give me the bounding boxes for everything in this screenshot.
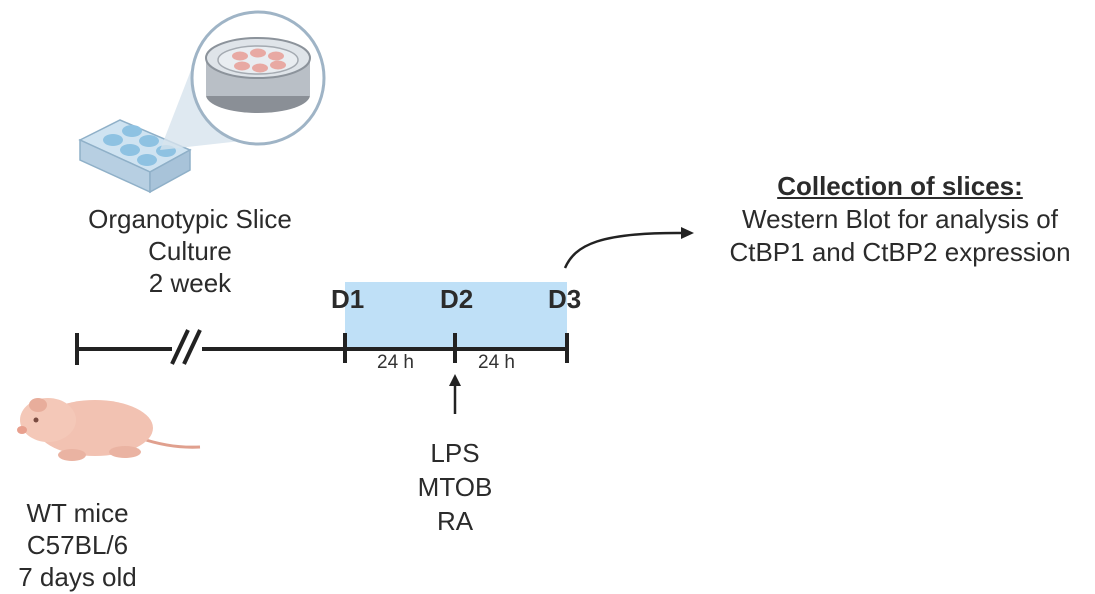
collection-title: Collection of slices: — [705, 170, 1095, 203]
mice-line2: C57BL/6 — [0, 529, 155, 561]
curved-arrow-icon — [565, 227, 694, 268]
arrow-up-icon — [449, 374, 461, 414]
magnified-well-icon — [192, 12, 324, 144]
collection-label: Collection of slices: Western Blot for a… — [705, 170, 1095, 269]
mice-line3: 7 days old — [0, 561, 155, 593]
mouse-pup-icon — [17, 398, 200, 461]
interval-label-1: 24 h — [377, 352, 414, 374]
treatment-item-ra: RA — [385, 504, 525, 538]
treatment-item-lps: LPS — [385, 436, 525, 470]
day-label-d3: D3 — [548, 284, 581, 315]
day-label-d2: D2 — [440, 284, 473, 315]
culture-line1: Organotypic Slice — [60, 203, 320, 235]
culture-line3: 2 week — [60, 267, 320, 299]
culture-line2: Culture — [60, 235, 320, 267]
culture-label: Organotypic Slice Culture 2 week — [60, 203, 320, 299]
interval-label-2: 24 h — [478, 352, 515, 374]
treatment-item-mtob: MTOB — [385, 470, 525, 504]
collection-line1: Western Blot for analysis of — [705, 203, 1095, 236]
mice-label: WT mice C57BL/6 7 days old — [0, 497, 155, 593]
day-label-d1: D1 — [331, 284, 364, 315]
collection-line2: CtBP1 and CtBP2 expression — [705, 236, 1095, 269]
treatment-label: LPS MTOB RA — [385, 436, 525, 538]
mice-line1: WT mice — [0, 497, 155, 529]
